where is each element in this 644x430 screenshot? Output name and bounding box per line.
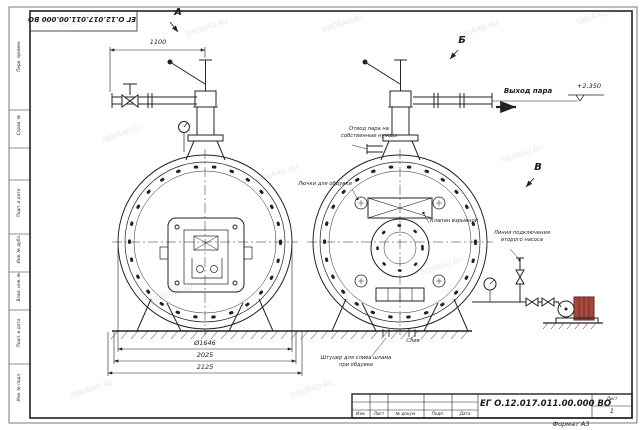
own-needs-label-1: Отвод пара на [349, 126, 389, 132]
right-boiler-view [307, 59, 493, 337]
lever-weight [362, 59, 368, 65]
view-label-a: А [174, 7, 182, 18]
view-label-v: В [534, 162, 542, 173]
feed-pressure-gauge [483, 277, 497, 302]
left-safety-valve [167, 59, 226, 161]
sight-ports [354, 196, 446, 288]
steam-outlet-pipe [351, 93, 493, 154]
title-col-izm: Изм. [356, 411, 366, 416]
own-needs-stub [366, 144, 383, 154]
right-supports [331, 298, 469, 332]
sludge-label-2: при обдувке [338, 362, 374, 368]
dim-width-outer: 2125 [196, 363, 214, 371]
lever-weight [167, 59, 173, 65]
sludge-label-1: Штуцер для слива шлама [320, 355, 392, 361]
left-boiler-view [111, 59, 298, 335]
steam-outlet-label: Выход пара [503, 87, 553, 95]
left-piping [111, 83, 197, 108]
margin-label: Подп. и дата [15, 318, 21, 348]
left-pressure-gauge [178, 121, 190, 152]
steam-outlet-arrow [492, 94, 604, 114]
own-needs-label-2: собственные нужды [341, 133, 397, 139]
drain-stubs [382, 329, 416, 337]
dim-top-width: 1100 [149, 38, 167, 46]
explosion-valve-label: Клапан взрывной [430, 218, 478, 224]
view-arrows [169, 21, 535, 188]
valve-handwheel [123, 83, 137, 95]
pump-assembly [472, 257, 599, 324]
drain-label: Слив [406, 338, 420, 344]
left-supports [136, 298, 274, 332]
title-sheet-label: Лист [606, 396, 618, 401]
centerlines [112, 149, 298, 335]
pump-base [555, 317, 599, 324]
margin-label: Справ. № [15, 114, 21, 136]
title-col-doc: № докум. [395, 411, 417, 416]
hatches-label: Лючки для обдувки [298, 181, 352, 187]
dim-diameter: Ø1646 [194, 339, 216, 347]
leader-lines [351, 188, 521, 357]
title-sheet-value: 1 [609, 407, 615, 415]
dimension-lines [107, 47, 303, 376]
pump-line-label-2: второго насоса [501, 237, 543, 243]
margin-label: Перв. примен. [15, 40, 21, 72]
burner-mount [193, 235, 219, 251]
elevation-label: +2,350 [576, 82, 602, 90]
dim-width-inner: 2025 [196, 351, 214, 359]
margin-label: Инв. № подл. [15, 372, 21, 402]
right-safety-valve [362, 59, 421, 161]
elevation-mark [568, 94, 604, 102]
pump-line-label-1: Линия подключения [494, 230, 550, 236]
title-block-grid [351, 393, 633, 419]
title-block-doc-number: ЕГ О.12.017.011.00.000 ВО [480, 399, 612, 409]
bottom-hatch [375, 287, 425, 302]
format-label: Формат А3 [552, 420, 590, 428]
explosion-valve [367, 197, 433, 219]
title-col-list: Лист [373, 411, 385, 416]
title-col-data: Дата [459, 411, 471, 416]
view-label-b: Б [458, 35, 466, 46]
sheet-frame [8, 6, 638, 424]
title-col-podp: Подп. [431, 411, 445, 416]
centerlines [307, 149, 493, 335]
manhole-flange [370, 218, 430, 278]
